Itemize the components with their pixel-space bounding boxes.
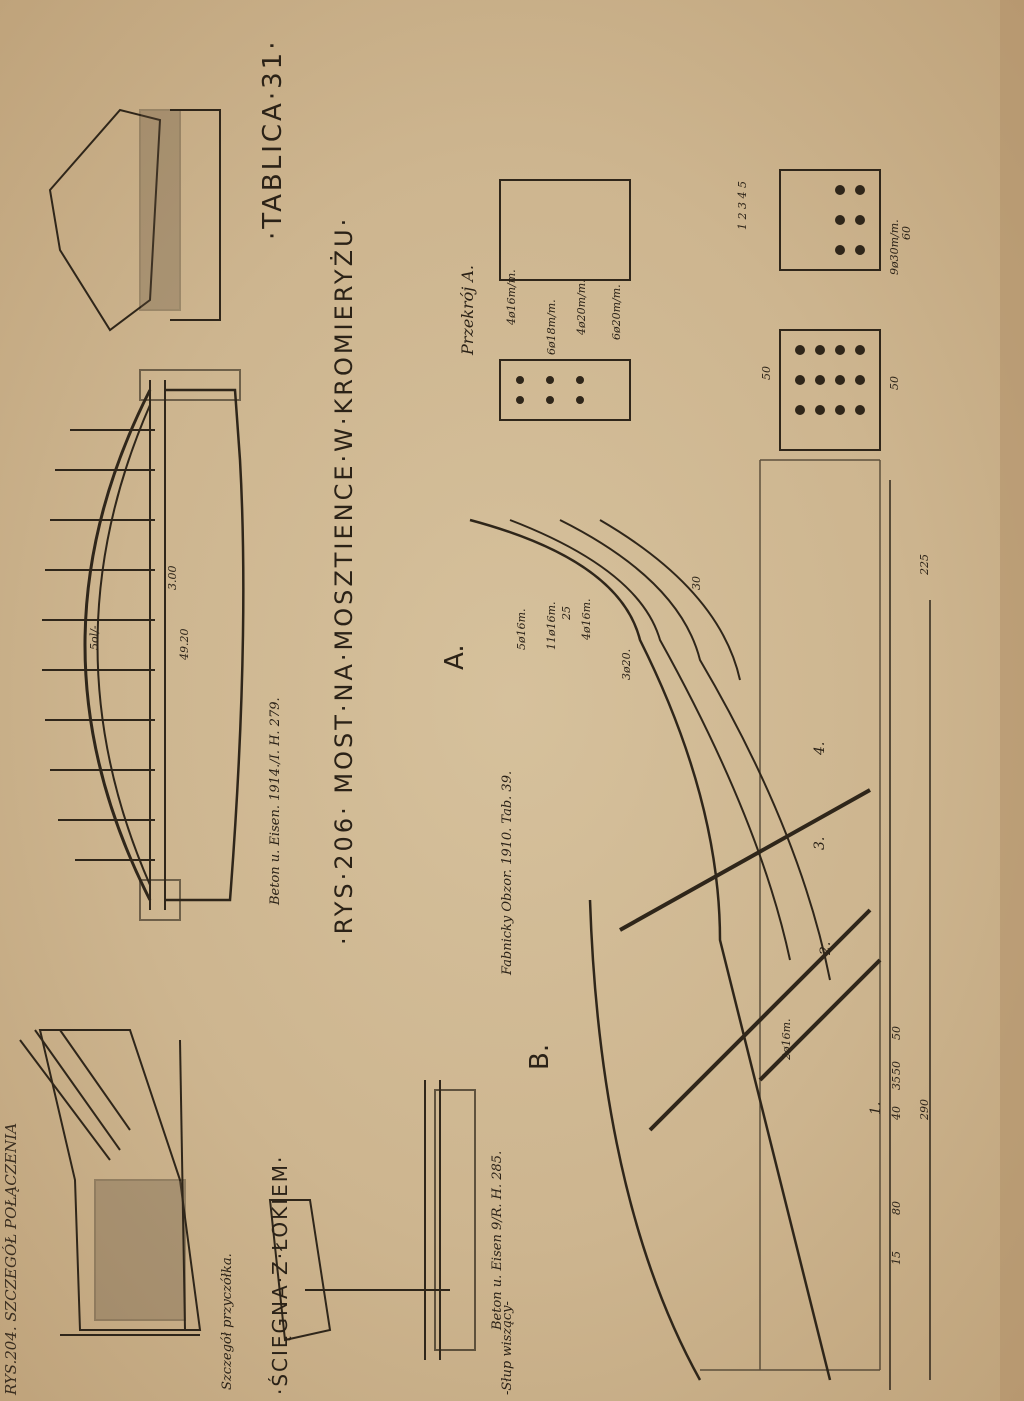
dim-30: 30 xyxy=(690,576,703,590)
tendon-number-2: 2. xyxy=(818,941,834,955)
bar-label-1: 5ø16m. xyxy=(515,608,528,650)
caption-hanging-column: -Słup wiszący- xyxy=(500,1301,515,1395)
hanger-cross-sections xyxy=(779,169,881,451)
chain-total-2: 225 xyxy=(918,554,931,575)
reinforcement-drawing xyxy=(469,459,931,1390)
bar-label-3: 4ø16m. xyxy=(580,598,593,640)
abutment-detail-drawing xyxy=(19,1029,202,1336)
bar-label-4: 3ø20. xyxy=(620,648,633,680)
chain-dim-35: 35 xyxy=(890,1076,903,1090)
figure-title: MOST·NA·MOSZTIENCE·W·KROMIERYŻU· xyxy=(330,215,358,794)
hanger-end-sketch xyxy=(48,108,221,332)
chain-dim-50: 50 xyxy=(890,1026,903,1040)
section-a-marker: A. xyxy=(440,644,470,670)
arch-span-label: 5ol/- xyxy=(88,625,101,650)
caption-abutment-detail: Szczegół przyczółka. xyxy=(220,1253,235,1390)
chain-dim-40: 40 xyxy=(890,1106,903,1120)
left-edge-header: RYS.204. SZCZEGÓŁ POŁĄCZENIA xyxy=(2,1122,20,1395)
section-a-detail xyxy=(499,179,631,421)
dim-50: 50 xyxy=(760,366,773,380)
tendon-number-1: 1. xyxy=(868,1101,884,1115)
tendon-elbow-detail xyxy=(268,1080,476,1360)
source-citation-middle: Fabnicky Obzor. 1910. Tab. 39. xyxy=(500,770,515,975)
right-detail-60: 60 xyxy=(900,226,913,240)
section-a-label-1: 4ø16m/m. xyxy=(505,269,518,325)
plate-number: ·TABLICA·31· xyxy=(258,38,288,240)
caption-tendon-elbow: ·ŚCIĘGNA·Z·ŁOKIEM· xyxy=(268,1154,292,1395)
right-detail-50: 50 xyxy=(888,376,901,390)
bar-label-5: 2ø16m. xyxy=(780,1018,793,1060)
chain-dim-80: 80 xyxy=(890,1201,903,1215)
chain-total-1: 290 xyxy=(918,1099,931,1120)
right-detail-numbers: 1 2 3 4 5 xyxy=(736,181,749,230)
section-a-label-2: 6ø18m/m. xyxy=(545,299,558,355)
section-a-title: Przekrój A. xyxy=(458,265,477,355)
arch-rise-label: 3.00 xyxy=(166,565,179,591)
arch-bridge-elevation xyxy=(42,369,245,921)
figure-title-prefix: ·RYS·206· MOST·NA·MOSZTIENCE·W·KROMIERYŻ… xyxy=(330,216,358,945)
arch-length-label: 49.20 xyxy=(178,628,191,661)
section-a-label-4: 6ø20m/m. xyxy=(610,284,623,340)
tendon-number-3: 3. xyxy=(812,836,828,850)
chain-dim-15: 15 xyxy=(890,1251,903,1265)
section-a-label-3: 4ø20m/m. xyxy=(575,279,588,335)
section-b-marker: B. xyxy=(525,1043,555,1070)
source-citation-top: Beton u. Eisen. 1914./I. H. 279. xyxy=(268,697,283,905)
bar-label-2: 11ø16m. xyxy=(545,601,558,650)
dim-25: 25 xyxy=(560,606,573,620)
figure-number: ·RYS·206· xyxy=(330,804,358,945)
chain-dim-50b: 50 xyxy=(890,1061,903,1075)
tendon-number-4: 4. xyxy=(812,741,828,755)
